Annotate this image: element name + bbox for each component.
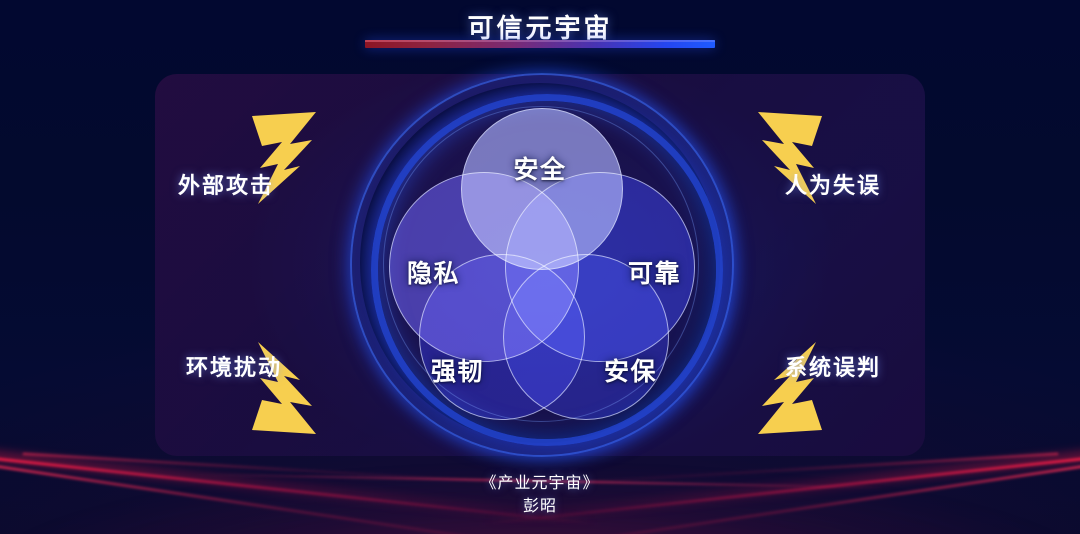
venn-label-safety: 安全 (513, 156, 567, 184)
title-accent-bar (365, 40, 715, 48)
venn-circle-security[interactable] (503, 254, 669, 420)
caption: 《产业元宇宙》 彭昭 (0, 472, 1080, 518)
inner-glow-ring (371, 94, 723, 446)
venn-label-privacy: 隐私 (407, 260, 461, 288)
threat-label-external-attack: 外部攻击 (178, 173, 275, 198)
venn-label-resilience: 强韧 (431, 358, 485, 386)
threat-label-human-error: 人为失误 (785, 173, 882, 198)
venn-diagram: 安全 隐私 可靠 强韧 安保 (347, 70, 734, 457)
lightning-bolt-icon-bottom-left (252, 342, 316, 434)
venn-circles-group: 安全 隐私 可靠 强韧 安保 (383, 106, 697, 420)
lightning-bolt-icon-top-left (252, 112, 316, 204)
outer-glow-ring (350, 73, 734, 457)
caption-source: 《产业元宇宙》 (480, 474, 600, 492)
venn-circle-safety[interactable] (461, 108, 623, 270)
lightning-bolt-icon-top-right (758, 112, 822, 204)
inner-hairline-ring (383, 106, 699, 422)
venn-label-reliable: 可靠 (627, 260, 681, 288)
threat-label-system-misjudge: 系统误判 (785, 355, 882, 380)
caption-author: 彭昭 (522, 497, 557, 515)
lightning-bolt-icon-bottom-right (758, 342, 822, 434)
threat-label-env-disturbance: 环境扰动 (186, 355, 283, 380)
venn-label-security: 安保 (603, 358, 657, 386)
page-title: 可信元宇宙 (467, 13, 613, 43)
